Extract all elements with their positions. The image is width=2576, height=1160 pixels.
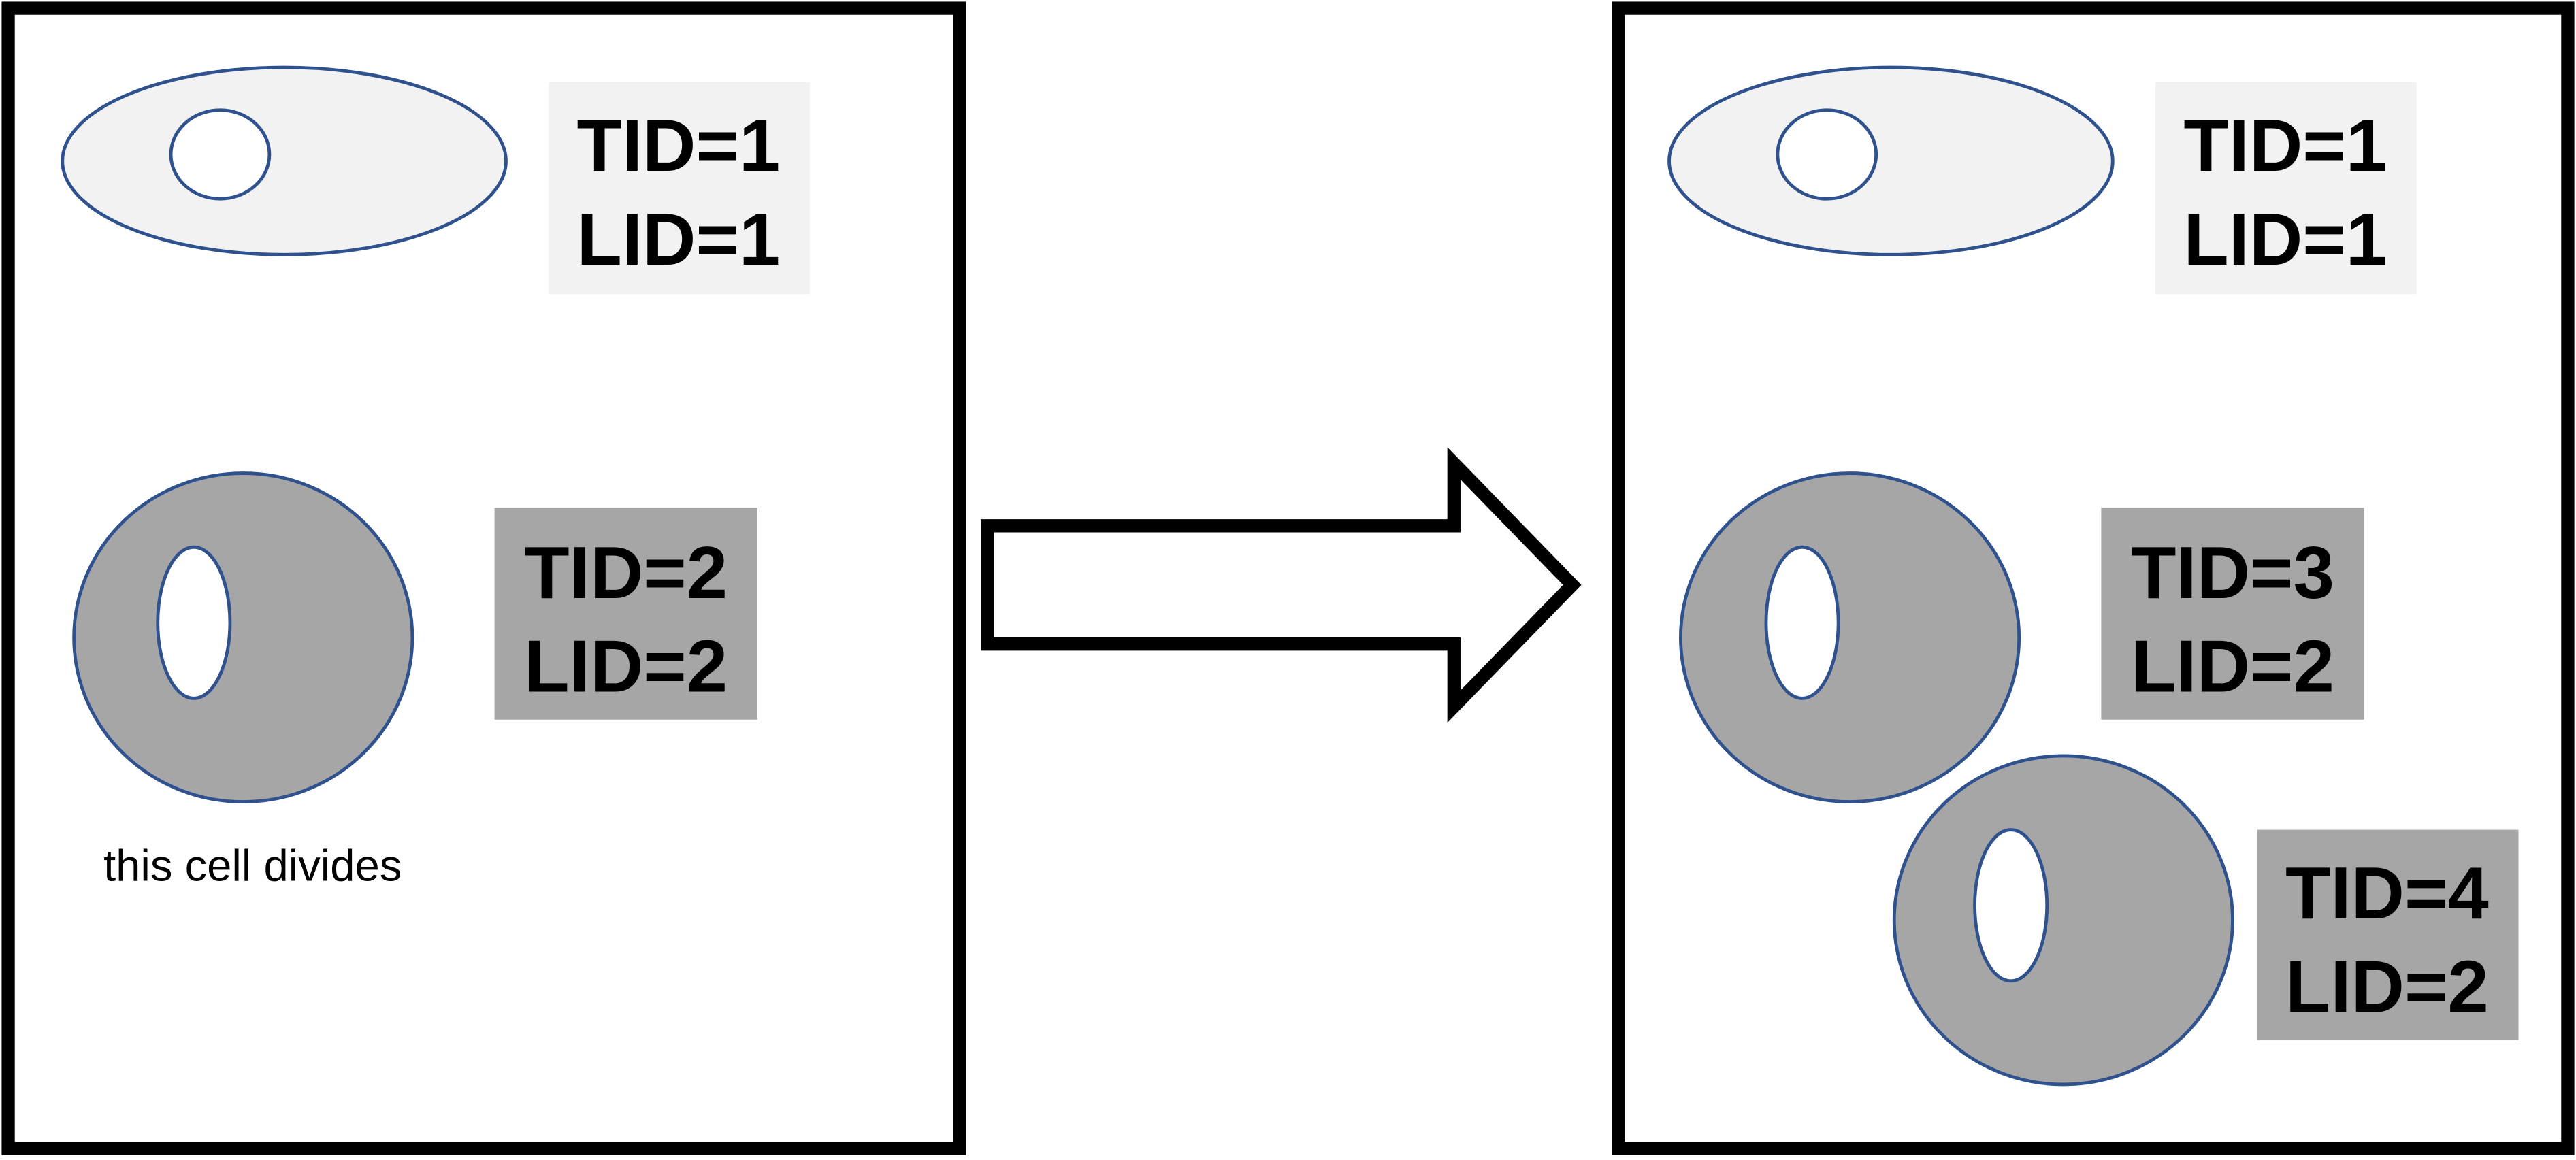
cell-nucleus: [169, 108, 272, 201]
before-cell-2: TID=2 LID=2: [72, 471, 757, 803]
tid-label: TID=3: [2131, 532, 2334, 614]
tid-label: TID=2: [524, 532, 728, 614]
lid-label: LID=2: [2131, 626, 2334, 708]
lid-label: LID=1: [2183, 199, 2387, 281]
after-cell-1: TID=1 LID=1: [1667, 65, 2417, 295]
tid-label: TID=1: [577, 105, 781, 187]
cell-nucleus: [156, 545, 232, 700]
cell-nucleus: [1973, 828, 2049, 983]
label-box: [2101, 508, 2364, 720]
after-cell-4: TID=4 LID=2: [1892, 754, 2519, 1087]
cell-body: [1667, 65, 2115, 256]
lid-label: LID=1: [577, 199, 781, 281]
label-box: [2155, 82, 2417, 295]
label-box: [549, 82, 811, 295]
cell-body: [72, 471, 414, 803]
before-panel: TID=1 LID=1 TID=2 LID=2 this cell divide…: [1, 1, 966, 1155]
cell-body: [1892, 754, 2234, 1087]
cell-body: [61, 65, 508, 256]
cell-nucleus: [1776, 108, 1878, 201]
after-panel: TID=1 LID=1 TID=3 LID=2 TID=4 LID=2: [1612, 1, 2575, 1155]
label-box: [494, 508, 757, 720]
label-box: [2257, 829, 2519, 1040]
cell-nucleus: [1764, 545, 1840, 700]
right-arrow-icon: [981, 447, 1582, 723]
tid-label: TID=4: [2285, 852, 2489, 935]
tid-label: TID=1: [2183, 105, 2387, 187]
cell-body: [1679, 471, 2021, 803]
after-cell-3: TID=3 LID=2: [1679, 471, 2364, 803]
caption: this cell divides: [103, 840, 402, 890]
before-cell-1: TID=1 LID=1: [61, 65, 811, 295]
lid-label: LID=2: [524, 626, 728, 708]
lid-label: LID=2: [2285, 946, 2489, 1029]
